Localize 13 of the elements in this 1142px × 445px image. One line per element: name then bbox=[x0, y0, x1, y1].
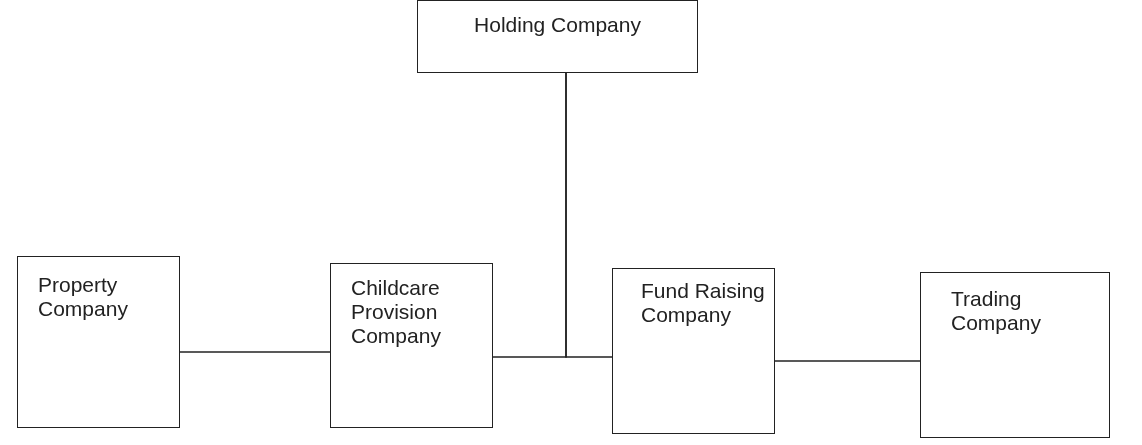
connector-line bbox=[774, 360, 921, 362]
company-box bbox=[417, 0, 698, 73]
company-name: Trading Company bbox=[951, 287, 1042, 335]
company-box bbox=[330, 263, 493, 428]
company-box bbox=[612, 268, 775, 434]
company-name: Holding Company bbox=[473, 13, 642, 37]
company-box bbox=[920, 272, 1110, 438]
company-name: Childcare Provision Company bbox=[351, 276, 442, 348]
company-name: Fund Raising Company bbox=[641, 279, 766, 327]
connector-line bbox=[179, 351, 331, 353]
connector-line bbox=[565, 72, 613, 358]
company-name: Property Company bbox=[38, 273, 129, 321]
company-box bbox=[17, 256, 180, 428]
